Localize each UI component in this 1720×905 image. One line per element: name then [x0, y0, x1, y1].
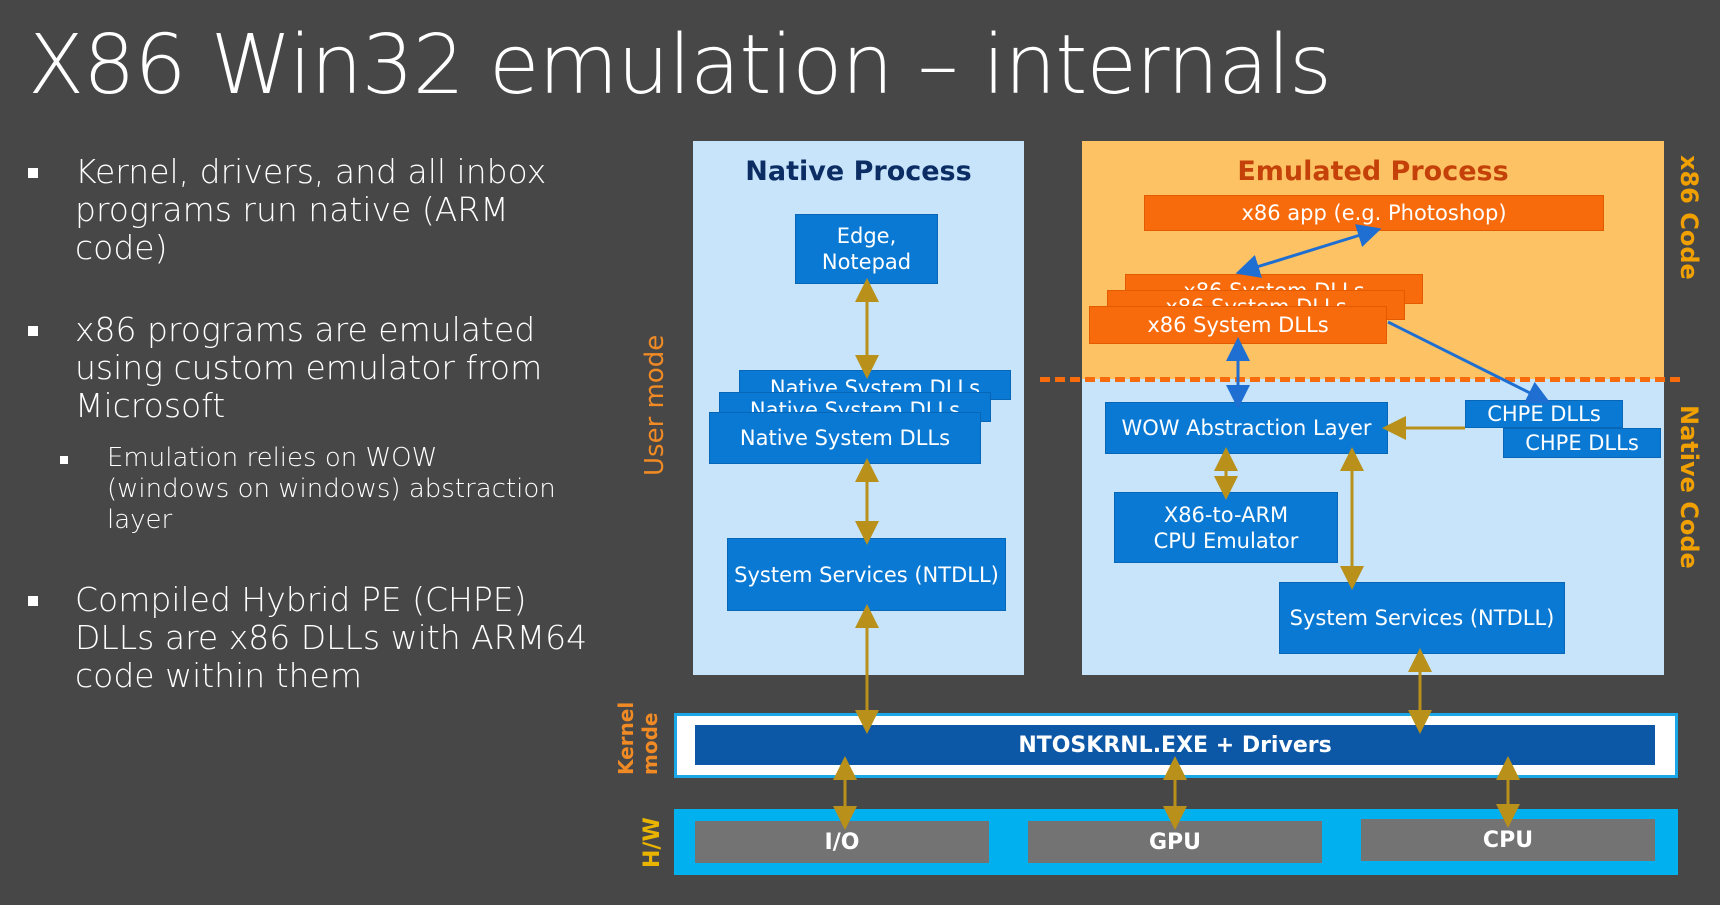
cpu-emulator-line-1: X86-to-ARM [1163, 502, 1289, 527]
sub-bullet-line-3: layer [107, 505, 173, 535]
emulated-process-title: Emulated Process [1237, 156, 1509, 187]
bullet-2: x86 programs are emulated using custom e… [75, 311, 542, 425]
x86-native-boundary [1040, 377, 1680, 382]
slide-title: X86 Win32 emulation – internals [28, 18, 1332, 113]
arrow-x86-dlls-to-chpe [1387, 320, 1551, 404]
edge-notepad-line-2: Notepad [821, 250, 912, 274]
bullet-1-line-1: Kernel, drivers, and all inbox [75, 152, 547, 191]
arrow-app-to-x86-dlls [1235, 224, 1382, 278]
bullet-3-line-2: DLLs are x86 DLLs with ARM64 [75, 618, 588, 657]
bullet-1-line-2: programs run native (ARM [75, 190, 509, 229]
chpe-dlls-box-front: CHPE DLLs [1503, 428, 1661, 458]
bullet-3-line-3: code within them [75, 656, 362, 695]
bullet-3-line-1: Compiled Hybrid PE (CHPE) [75, 580, 527, 619]
bullet-2-line-3: Microsoft [75, 386, 226, 425]
sub-bullet: Emulation relies on WOW (windows on wind… [107, 443, 556, 536]
edge-notepad-box: Edge, Notepad [795, 214, 938, 284]
x86-system-dlls-box: x86 System DLLs [1089, 306, 1387, 344]
native-system-dlls-box: Native System DLLs [709, 412, 981, 464]
bullet-marker [28, 168, 38, 178]
bullet-2-line-2: using custom emulator from [75, 348, 543, 387]
native-system-services-box: System Services (NTDLL) [727, 538, 1006, 611]
bullet-marker [28, 596, 38, 606]
cpu-emulator-line-2: CPU Emulator [1153, 528, 1299, 553]
bullet-1: Kernel, drivers, and all inbox programs … [75, 153, 546, 267]
bullet-marker [28, 326, 38, 336]
sub-bullet-line-2: (windows on windows) abstraction [107, 474, 556, 504]
wow-abstraction-layer-box: WOW Abstraction Layer [1105, 402, 1388, 454]
bullet-1-line-3: code) [75, 228, 168, 267]
sub-bullet-line-1: Emulation relies on WOW [107, 443, 438, 473]
native-process-title: Native Process [745, 156, 972, 187]
bullet-3: Compiled Hybrid PE (CHPE) DLLs are x86 D… [75, 581, 587, 695]
edge-notepad-line-1: Edge, [836, 224, 897, 248]
bullet-2-line-1: x86 programs are emulated [75, 310, 536, 349]
emulated-system-services-box: System Services (NTDLL) [1279, 582, 1565, 654]
sub-bullet-marker [60, 456, 68, 464]
